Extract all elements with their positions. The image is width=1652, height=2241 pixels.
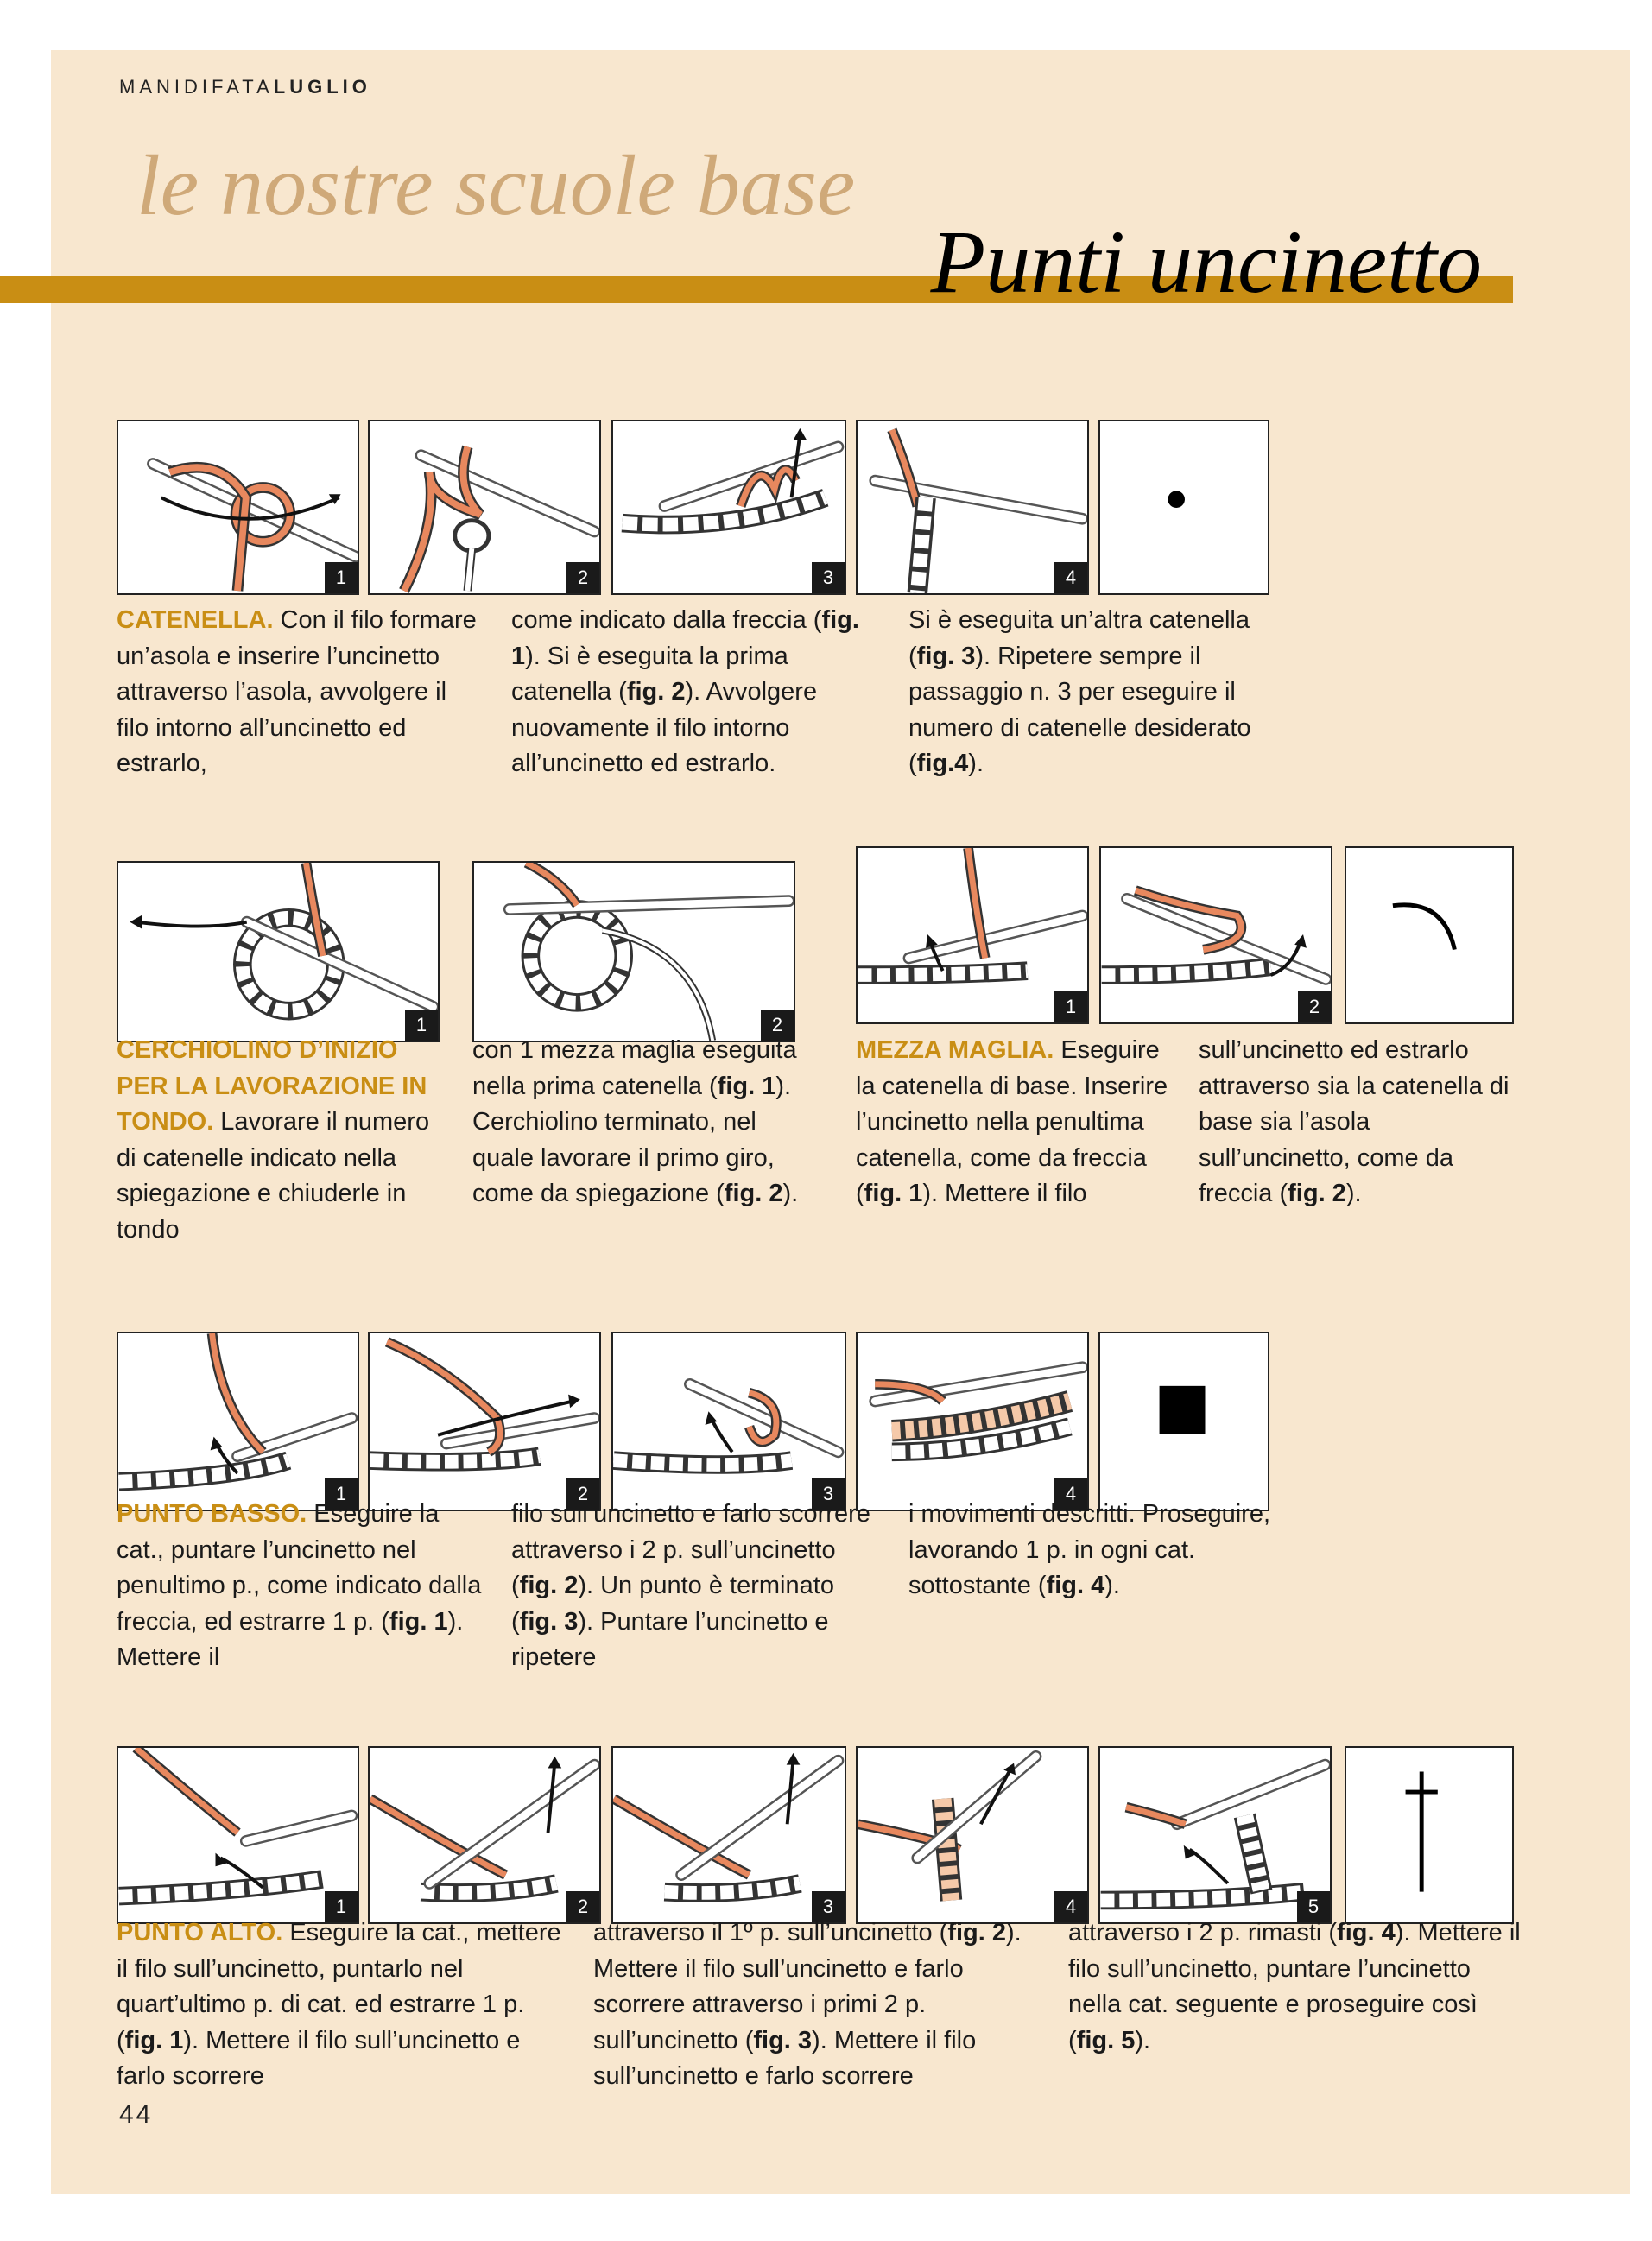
- punto-basso-figure-1: 1: [117, 1332, 359, 1511]
- figure-number: 4: [1054, 562, 1087, 593]
- crochet-illustration-icon: [370, 1756, 599, 1902]
- cerchiolino-figure-1: 1: [117, 861, 440, 1042]
- catenella-figure-1: 1: [117, 420, 359, 595]
- figure-number: 4: [1054, 1478, 1087, 1510]
- figure-number: 5: [1297, 1891, 1330, 1922]
- magazine-kicker: MANIDIFATALUGLIO: [119, 76, 371, 98]
- figure-number: 1: [405, 1010, 438, 1041]
- punto-basso-text-col3: i movimenti descritti. Proseguire, lavor…: [908, 1500, 1271, 1599]
- figure-number: 1: [325, 1478, 358, 1510]
- figure-number: 4: [1054, 1891, 1087, 1922]
- crochet-illustration-icon: [118, 1333, 358, 1491]
- crochet-illustration-icon: [869, 1361, 1087, 1462]
- punto-alto-figure-3: 3: [611, 1746, 846, 1924]
- punto-alto-figure-2: 2: [368, 1746, 601, 1924]
- page-title: le nostre scuole base: [136, 137, 856, 233]
- catenella-figure-2: 2: [368, 420, 601, 595]
- punto-basso-text-col1: PUNTO BASSO. Eseguire la cat., puntare l…: [117, 1500, 482, 1671]
- crochet-illustration-icon: [399, 445, 599, 593]
- figure-number: 2: [566, 1891, 599, 1922]
- section-title: Punti uncinetto: [930, 212, 1482, 312]
- punto-basso-figure-2: 2: [368, 1332, 601, 1511]
- punto-alto-text-col2: attraverso il 1º p. sull’uncinetto (fig.…: [593, 1919, 1022, 2090]
- half-stitch-arc-symbol-icon: [1392, 902, 1457, 951]
- crochet-illustration-icon: [858, 848, 1087, 984]
- mezza-maglia-text-col2: sull’uncinetto ed estrarlo attraverso si…: [1199, 1036, 1510, 1207]
- figure-number: 1: [325, 1891, 358, 1922]
- figure-number: 2: [566, 562, 599, 593]
- single-stitch-square-symbol-icon: [1159, 1385, 1206, 1434]
- crochet-illustration-icon: [858, 1750, 1042, 1902]
- figure-number: 3: [812, 562, 845, 593]
- figure-number: 3: [812, 1478, 845, 1510]
- symbol-half-double-box: [1345, 846, 1514, 1024]
- punto-alto-figure-5: 5: [1098, 1746, 1332, 1924]
- punto-basso-figure-3: 3: [611, 1332, 846, 1511]
- cerchiolino-text-col1: CERCHIOLINO D’INIZIO PER LA LAVORAZIONE …: [117, 1036, 430, 1244]
- punto-basso-figure-4: 4: [856, 1332, 1089, 1511]
- mezza-maglia-figure-2: 2: [1099, 846, 1332, 1024]
- crochet-illustration-icon: [613, 1752, 845, 1902]
- crochet-illustration-icon: [147, 458, 358, 592]
- mezza-maglia-figure-1: 1: [856, 846, 1089, 1024]
- cerchiolino-text-col2: con 1 mezza maglia eseguita nella prima …: [472, 1036, 799, 1207]
- punto-alto-figure-4: 4: [856, 1746, 1089, 1924]
- crochet-illustration-icon: [370, 1337, 599, 1472]
- crochet-illustration-icon: [613, 1377, 845, 1474]
- crochet-illustration-icon: [130, 863, 438, 1021]
- double-stitch-cross-symbol-icon: [1405, 1771, 1438, 1892]
- figure-number: 2: [566, 1478, 599, 1510]
- figure-number: 2: [1298, 991, 1331, 1022]
- figure-number: 3: [812, 1891, 845, 1922]
- crochet-illustration-icon: [503, 863, 794, 1041]
- punto-alto-text-col3: attraverso i 2 p. rimasti (fig. 4). Mett…: [1068, 1919, 1521, 2054]
- figure-number: 2: [761, 1010, 794, 1041]
- punto-alto-text-col1: PUNTO ALTO. Eseguire la cat., mettere il…: [117, 1919, 561, 2090]
- punto-basso-text-col2: filo sull’uncinetto e farlo scorrere att…: [511, 1500, 870, 1671]
- cerchiolino-figure-2: 2: [472, 861, 795, 1042]
- catenella-text-col3: Si è eseguita un’altra catenella (fig. 3…: [908, 606, 1251, 777]
- punto-alto-figure-1: 1: [117, 1746, 359, 1924]
- catenella-figure-3: 3: [611, 420, 846, 595]
- catenella-text-col1: CATENELLA. Con il filo formare un’asola …: [117, 606, 477, 777]
- symbol-double-box: [1345, 1746, 1514, 1924]
- header-band: [0, 276, 1513, 303]
- crochet-illustration-icon: [1100, 1758, 1330, 1910]
- catenella-figure-4: 4: [856, 420, 1089, 595]
- mezza-maglia-text-col1: MEZZA MAGLIA. Eseguire la catenella di b…: [856, 1036, 1168, 1207]
- crochet-illustration-icon: [1101, 885, 1331, 985]
- symbol-single-box: [1098, 1332, 1269, 1511]
- chain-symbol-dot-icon: [1168, 491, 1185, 508]
- crochet-illustration-icon: [118, 1748, 358, 1906]
- crochet-illustration-icon: [621, 427, 845, 535]
- symbol-chain-box: [1098, 420, 1269, 595]
- page-number: 44: [119, 2100, 154, 2129]
- catenella-text-col2: come indicato dalla freccia (fig. 1). Si…: [511, 606, 859, 777]
- figure-number: 1: [325, 562, 358, 593]
- crochet-illustration-icon: [869, 427, 1087, 593]
- figure-number: 1: [1054, 991, 1087, 1022]
